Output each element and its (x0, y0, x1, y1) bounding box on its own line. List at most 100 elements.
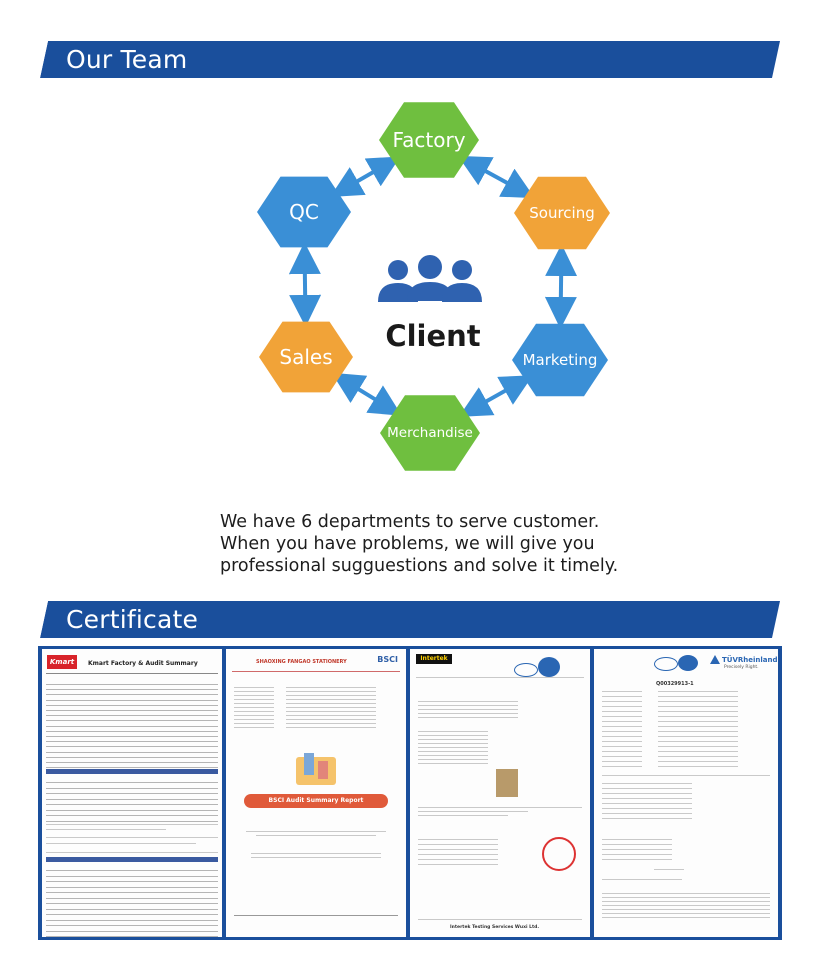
document-line (418, 705, 518, 706)
client-label: Client (385, 319, 480, 353)
document-line (286, 691, 376, 692)
document-line (46, 852, 218, 853)
document-line (234, 711, 274, 712)
document-line (418, 815, 508, 816)
document-line (602, 839, 672, 840)
our-team-banner: Our Team (40, 41, 780, 78)
document-line (418, 713, 518, 714)
certificate-bsci[interactable]: SHAOXING FANGAO STATIONERY BSCI BSCI Aud… (226, 649, 406, 937)
department-label: Sourcing (529, 204, 595, 222)
document-line (46, 898, 218, 904)
certificate-banner: Certificate (40, 601, 780, 638)
section-title-our-team: Our Team (66, 45, 188, 74)
document-line (602, 716, 642, 717)
document-line (46, 710, 218, 717)
document-line (602, 818, 692, 819)
document-line (234, 715, 274, 716)
document-line (286, 715, 376, 716)
document-line (658, 756, 738, 757)
document-line (286, 719, 376, 720)
document-line (602, 893, 770, 894)
document-line (286, 711, 376, 712)
document-line (46, 736, 218, 743)
document-line (46, 794, 218, 800)
document-line (602, 783, 692, 784)
document-line (46, 837, 218, 838)
connector-arrow (457, 155, 535, 199)
document-line (234, 699, 274, 700)
document-line (602, 701, 642, 702)
document-line (602, 721, 642, 722)
document-line (602, 696, 642, 697)
ilac-mra-icon (654, 657, 678, 671)
document-line (46, 843, 196, 844)
official-stamp-icon (542, 837, 576, 871)
document-line (658, 721, 738, 722)
description-line: professional sugguestions and solve it t… (220, 556, 619, 576)
document-line (46, 931, 218, 937)
document-line (602, 901, 770, 902)
document-line (418, 811, 528, 812)
section-title-certificate: Certificate (66, 605, 199, 634)
document-line (234, 707, 274, 708)
document-line (658, 691, 738, 692)
document-line (286, 695, 376, 696)
document-line (602, 905, 770, 906)
document-line (46, 915, 218, 921)
document-line (418, 919, 582, 920)
document-line (46, 783, 218, 789)
document-line (46, 904, 218, 910)
audit-illustration-icon (286, 751, 346, 791)
team-diagram: FactorySourcingMarketingMerchandiseSales… (257, 102, 610, 471)
hexagon-shape (257, 176, 351, 248)
cnas-logo-icon (678, 655, 698, 671)
document-line (602, 909, 770, 910)
document-line (46, 926, 218, 932)
document-line (234, 691, 274, 692)
document-line (602, 788, 692, 789)
document-line (602, 756, 642, 757)
bsci-company: SHAOXING FANGAO STATIONERY (256, 659, 347, 665)
document-line (46, 810, 218, 816)
certificate-tuv[interactable]: TÜVRheinland Precisely Right. Q00329913-… (594, 649, 778, 937)
document-line (286, 723, 376, 724)
document-line (602, 711, 642, 712)
document-line (602, 808, 692, 809)
document-line (286, 699, 376, 700)
document-line (602, 897, 770, 898)
document-line (602, 849, 672, 850)
certificate-kmart[interactable]: Kmart Kmart Factory & Audit Summary (42, 649, 222, 937)
document-line (46, 689, 218, 696)
document-line (46, 752, 218, 758)
document-line (46, 700, 218, 706)
document-line (46, 887, 218, 893)
document-line (418, 751, 488, 752)
banner-shape (40, 601, 780, 638)
document-line (46, 757, 218, 763)
document-line (602, 736, 642, 737)
document-line (46, 721, 218, 727)
team-description: We have 6 departments to serve customer.… (220, 511, 700, 577)
document-line (602, 731, 642, 732)
document-line (46, 799, 218, 805)
document-line (418, 859, 498, 860)
document-line (46, 871, 218, 877)
document-line (602, 803, 692, 804)
document-line (46, 705, 218, 711)
document-line (46, 747, 218, 753)
hexagon-shape (514, 176, 610, 250)
intertek-logo: Intertek (416, 654, 452, 664)
document-line (602, 761, 642, 762)
department-label: Sales (279, 345, 332, 369)
cert-title: Kmart Factory & Audit Summary (88, 660, 198, 667)
document-line (234, 719, 274, 720)
department-factory: Factory (379, 102, 479, 178)
document-line (234, 695, 274, 696)
document-line (602, 913, 770, 914)
document-line (602, 859, 672, 860)
document-line (602, 917, 770, 918)
document-line (602, 751, 642, 752)
certificate-intertek[interactable]: Intertek Intertek Testing Services Wuxi … (410, 649, 590, 937)
document-line (46, 920, 218, 926)
document-line (418, 807, 582, 808)
